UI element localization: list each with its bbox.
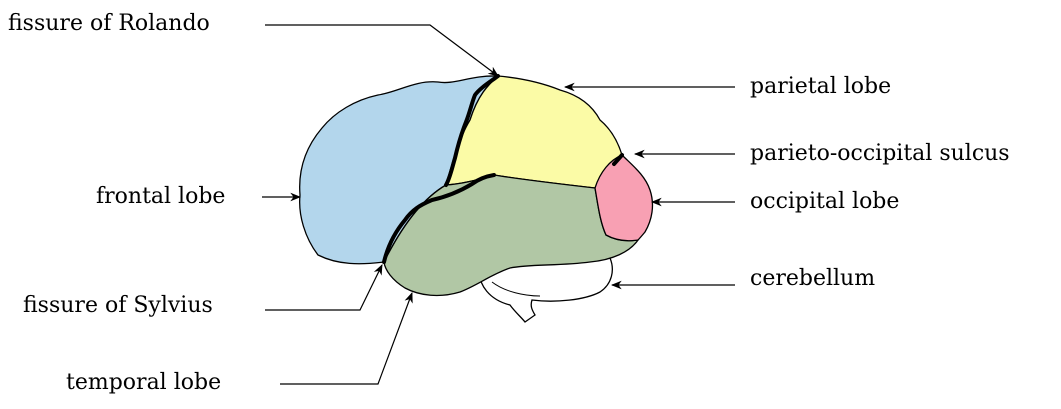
leader-fissure-of-sylvius (265, 264, 383, 311)
label-cerebellum: cerebellum (750, 266, 876, 291)
parieto-occipital-sulcus-line (612, 153, 624, 166)
label-occipital-lobe: occipital lobe (750, 189, 900, 214)
label-frontal-lobe: frontal lobe (96, 184, 226, 209)
cerebellum-fold (491, 281, 541, 297)
fissure-of-sylvius-line (382, 173, 496, 264)
leader-fissure-of-rolando (265, 24, 499, 77)
fissure-of-rolando-line (444, 74, 500, 187)
label-parieto-occipital-sulcus: parieto-occipital sulcus (750, 141, 1010, 166)
occipital-lobe-region (594, 154, 654, 242)
label-temporal-lobe: temporal lobe (66, 370, 222, 395)
label-parietal-lobe: parietal lobe (750, 74, 892, 99)
leader-temporal-lobe (280, 291, 413, 385)
label-fissure-of-sylvius: fissure of Sylvius (23, 293, 213, 318)
label-fissure-of-rolando: fissure of Rolando (8, 11, 210, 36)
